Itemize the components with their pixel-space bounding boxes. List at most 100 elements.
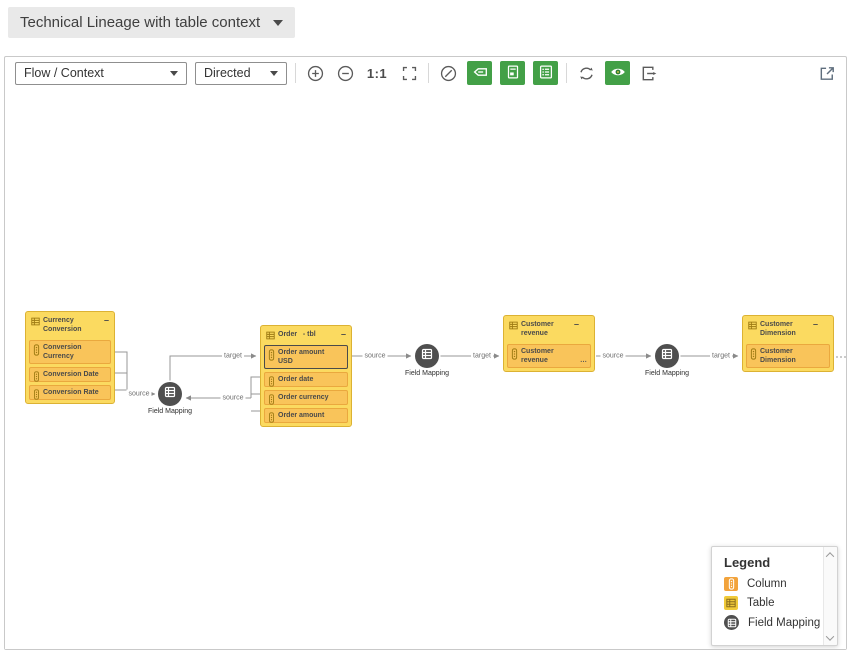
edge-label-source: source (600, 351, 626, 361)
column-label: Customer revenue (521, 348, 554, 364)
column-node[interactable]: Conversion Date (29, 367, 111, 382)
column-label: Conversion Currency (43, 344, 82, 360)
column-icon (33, 343, 40, 359)
field-mapping-node[interactable] (655, 344, 679, 368)
table-title: Currency Conversion (43, 317, 82, 333)
edge-label-source: source (362, 351, 388, 361)
actual-size-icon: 1:1 (366, 65, 388, 81)
document-icon (504, 63, 522, 84)
collapse-icon[interactable]: – (574, 319, 580, 329)
column-node[interactable]: Conversion Rate (29, 385, 111, 400)
direction-select[interactable]: Directed (195, 61, 287, 85)
table-icon (724, 596, 738, 610)
collapse-icon[interactable]: – (340, 329, 346, 339)
column-icon (268, 375, 275, 390)
scroll-up-icon[interactable] (824, 548, 836, 561)
chevron-down-icon (273, 19, 283, 26)
column-icon (724, 577, 738, 591)
ellipsis-icon: … (580, 357, 587, 364)
column-icon (268, 393, 275, 408)
legend-item-label: Column (747, 578, 787, 590)
layout-select[interactable]: Flow / Context (15, 61, 187, 85)
column-label: Customer Dimension (760, 348, 796, 364)
edge-label-target: target (222, 351, 244, 361)
legend-scrollbar[interactable] (823, 547, 837, 645)
table-icon (31, 317, 40, 337)
chevron-down-icon (270, 70, 278, 76)
open-in-new-window-button[interactable] (816, 62, 838, 84)
column-node-selected[interactable]: Order amount USD (264, 345, 348, 369)
field-mapping-icon (164, 385, 176, 403)
table-node-customer-dimension[interactable]: Customer Dimension – Customer Dimension (742, 315, 834, 372)
column-label: Order amount (278, 412, 325, 419)
lineage-canvas[interactable]: source target source source target sourc… (5, 89, 846, 649)
pen-circle-button[interactable] (437, 62, 459, 84)
legend-title: Legend (724, 555, 771, 570)
legend-panel: Legend Column Table Field Mapping (711, 546, 838, 646)
edge-label-target: target (710, 351, 732, 361)
column-label: Order amount USD (278, 349, 325, 365)
lineage-toolbar: Flow / Context Directed 1:1 (5, 57, 846, 89)
refresh-button[interactable] (575, 62, 597, 84)
table-title: Customer Dimension (760, 321, 796, 337)
zoom-in-button[interactable] (304, 62, 326, 84)
refresh-icon (577, 64, 596, 83)
field-mapping-node[interactable] (415, 344, 439, 368)
column-icon (750, 347, 757, 363)
external-link-icon (818, 64, 837, 83)
field-mapping-label: Field Mapping (148, 408, 192, 415)
field-mapping-label: Field Mapping (405, 370, 449, 377)
pen-circle-icon (439, 64, 458, 83)
lineage-panel: Flow / Context Directed 1:1 (4, 56, 847, 650)
asset-page-toggle-button[interactable] (500, 61, 525, 85)
toolbar-divider (295, 63, 296, 83)
column-node[interactable]: Customer Dimension (746, 344, 830, 368)
field-mapping-icon (724, 615, 739, 630)
column-node[interactable]: Order amount (264, 408, 348, 423)
table-node-customer-revenue[interactable]: Customer revenue – Customer revenue … (503, 315, 595, 372)
scroll-down-icon[interactable] (824, 631, 836, 644)
tag-toggle-button[interactable] (467, 61, 492, 85)
tag-icon (471, 63, 489, 84)
direction-select-value: Directed (204, 66, 251, 80)
visibility-toggle-button[interactable] (605, 61, 630, 85)
actual-size-button[interactable]: 1:1 (364, 62, 390, 84)
layout-select-value: Flow / Context (24, 66, 104, 80)
edge-label-source: source (220, 393, 246, 403)
table-node-order-tbl[interactable]: Order - tbl – Order amount USD Order dat… (260, 325, 352, 427)
column-icon (268, 348, 275, 364)
column-node[interactable]: Customer revenue … (507, 344, 591, 368)
field-mapping-icon (661, 347, 673, 365)
column-label: Order date (278, 376, 314, 383)
zoom-in-icon (306, 64, 325, 83)
toolbar-divider (566, 63, 567, 83)
table-title: Customer revenue (521, 321, 554, 337)
column-node[interactable]: Conversion Currency (29, 340, 111, 364)
table-node-currency-conversion[interactable]: Currency Conversion – Conversion Currenc… (25, 311, 115, 404)
legend-item-field-mapping: Field Mapping (724, 615, 825, 630)
lineage-view-selector[interactable]: Technical Lineage with table context (8, 7, 295, 38)
column-icon (268, 411, 275, 426)
column-node[interactable]: Order date (264, 372, 348, 387)
column-label: Conversion Rate (43, 389, 99, 396)
table-title: Order - tbl (278, 331, 316, 338)
export-button[interactable] (638, 62, 660, 84)
attribute-list-toggle-button[interactable] (533, 61, 558, 85)
field-mapping-node[interactable] (158, 382, 182, 406)
eye-icon (609, 63, 627, 84)
column-icon (511, 347, 518, 363)
collapse-icon[interactable]: – (103, 315, 109, 325)
column-node[interactable]: Order currency (264, 390, 348, 405)
table-icon (266, 331, 275, 342)
fit-to-screen-button[interactable] (398, 62, 420, 84)
column-label: Order currency (278, 394, 329, 401)
legend-item-column: Column (724, 577, 825, 591)
column-icon (33, 388, 40, 403)
export-icon (640, 64, 659, 83)
column-icon (33, 370, 40, 385)
zoom-out-button[interactable] (334, 62, 356, 84)
collapse-icon[interactable]: – (813, 319, 819, 329)
legend-item-label: Table (747, 597, 775, 609)
edge-label-source: source (126, 389, 152, 399)
legend-item-label: Field Mapping (748, 616, 821, 629)
